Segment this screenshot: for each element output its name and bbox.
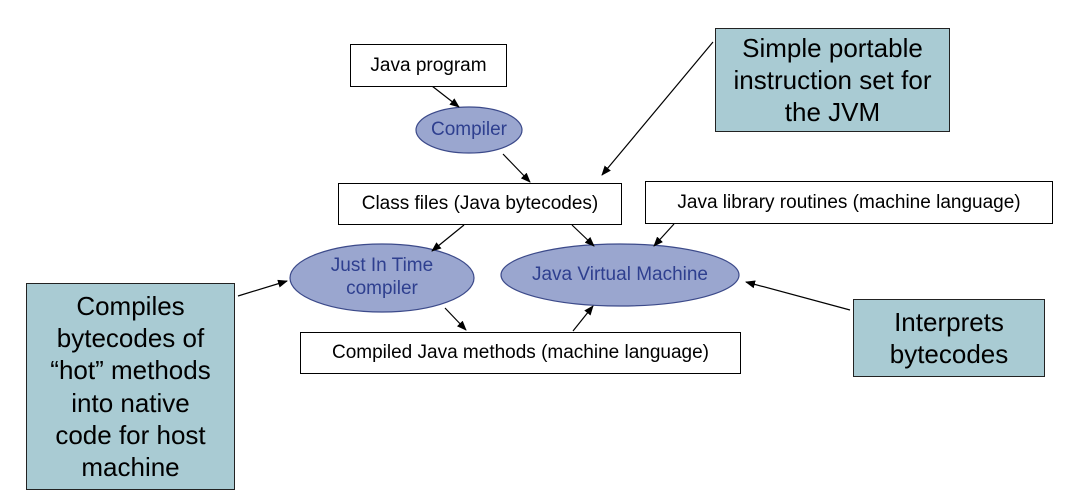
arrow-classfiles-to-jit — [431, 224, 465, 252]
arrow-compiler-to-classfiles — [502, 153, 531, 183]
jvm-ellipse — [500, 243, 740, 307]
arrow-bytecode-note — [601, 41, 714, 176]
arrow-jit-to-compiled — [444, 307, 467, 331]
jvm-callout: Interprets bytecodes — [853, 299, 1045, 377]
java-library-box: Java library routines (machine language) — [645, 181, 1053, 224]
compiled-methods-box: Compiled Java methods (machine language) — [300, 332, 741, 374]
bytecode-callout: Simple portable instruction set for the … — [715, 28, 950, 132]
arrow-jit-note — [237, 279, 288, 297]
compiler-ellipse — [415, 106, 523, 154]
arrow-program-to-compiler — [431, 85, 460, 108]
jit-callout: Compiles bytecodes of “hot” methods into… — [26, 283, 235, 490]
arrow-classfiles-to-jvm — [571, 224, 595, 247]
arrow-library-to-jvm — [653, 223, 675, 247]
jit-compiler-label: Just In Time compiler — [330, 255, 434, 299]
arrow-compiled-to-jvm — [572, 305, 594, 332]
arrow-jvm-note — [745, 280, 851, 311]
java-program-box: Java program — [350, 44, 507, 87]
jit-compiler-ellipse — [289, 243, 475, 313]
class-files-box: Class files (Java bytecodes) — [338, 183, 622, 225]
compiler-label: Compiler — [430, 118, 508, 140]
jvm-label: Java Virtual Machine — [531, 263, 709, 285]
